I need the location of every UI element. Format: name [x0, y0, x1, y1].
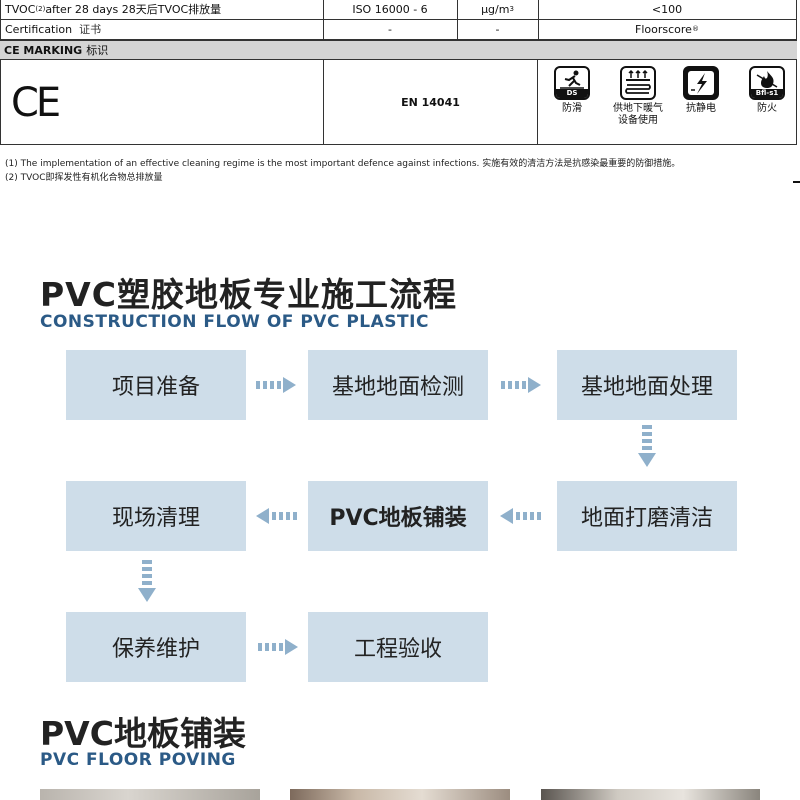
tvoc-standard: ISO 16000 - 6	[352, 3, 428, 16]
certification-row: Certification 证书 - - Floorscore®	[0, 20, 797, 40]
badge-underfloor-heating-label: 供地下暖气 设备使用	[613, 103, 663, 126]
flow-subtitle: CONSTRUCTION FLOW OF PVC PLASTIC	[40, 312, 429, 332]
underfloor-heating-icon	[620, 66, 656, 100]
ce-standard: EN 14041	[323, 60, 538, 144]
ce-marking-row: CE EN 14041 DS 防滑 供地下暖气 设备使用	[0, 60, 797, 145]
badge-slip-resistance: DS 防滑	[547, 66, 597, 115]
fire-resistance-icon: Bfl-s1	[749, 66, 785, 100]
step-project-preparation: 项目准备	[66, 350, 246, 420]
tvoc-value: <100	[651, 3, 683, 16]
slip-resistance-icon: DS	[554, 66, 590, 100]
ce-marking-header: CE MARKING 标识	[0, 40, 797, 60]
step-acceptance: 工程验收	[308, 612, 488, 682]
badge-antistatic: 抗静电	[676, 66, 726, 115]
ce-mark-logo: CE	[11, 80, 61, 126]
arrow-right-icon	[258, 639, 298, 655]
certification-label: Certification 证书	[5, 23, 102, 36]
step-maintenance: 保养维护	[66, 612, 246, 682]
paving-photo-2	[290, 789, 510, 800]
arrow-down-icon	[138, 560, 156, 602]
tvoc-label: TVOC(2) after 28 days 28天后TVOC排放量	[5, 3, 222, 16]
edge-tick	[793, 181, 800, 183]
badge-fire-resistance: Bfl-s1 防火	[742, 66, 792, 115]
badge-antistatic-label: 抗静电	[686, 103, 716, 114]
arrow-right-icon	[256, 377, 296, 393]
footnote-2: (2) TVOC即挥发性有机化合物总排放量	[5, 173, 163, 183]
arrow-down-icon	[638, 425, 656, 467]
footnotes: (1) The implementation of an effective c…	[5, 157, 680, 185]
footnote-1: (1) The implementation of an effective c…	[5, 159, 681, 169]
certification-unit: -	[495, 23, 500, 36]
paving-title: PVC地板铺装	[40, 714, 246, 753]
flow-title: PVC塑胶地板专业施工流程	[40, 275, 457, 314]
certification-value: Floorscore®	[635, 23, 699, 36]
tvoc-row: TVOC(2) after 28 days 28天后TVOC排放量 ISO 16…	[0, 0, 797, 20]
step-base-floor-inspection: 基地地面检测	[308, 350, 488, 420]
arrow-left-icon	[256, 508, 297, 524]
arrow-left-icon	[500, 508, 541, 524]
badge-slip-resistance-label: 防滑	[562, 103, 582, 114]
paving-photo-1	[40, 789, 260, 800]
step-site-cleanup: 现场清理	[66, 481, 246, 551]
badge-fire-resistance-label: 防火	[757, 103, 777, 114]
arrow-right-icon	[501, 377, 541, 393]
step-floor-grinding-cleaning: 地面打磨清洁	[557, 481, 737, 551]
certification-standard: -	[388, 23, 392, 36]
badge-underfloor-heating: 供地下暖气 设备使用	[608, 66, 668, 127]
paving-subtitle: PVC FLOOR POVING	[40, 750, 236, 770]
step-pvc-floor-installation: PVC地板铺装	[308, 481, 488, 551]
antistatic-icon	[683, 66, 719, 100]
paving-photo-3	[541, 789, 760, 800]
step-base-floor-treatment: 基地地面处理	[557, 350, 737, 420]
